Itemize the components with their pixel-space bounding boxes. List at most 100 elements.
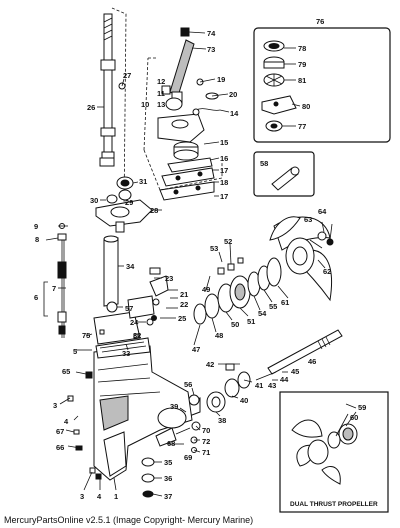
callout-78: 78	[298, 44, 306, 53]
callout-77: 77	[298, 122, 306, 131]
callout-63: 63	[304, 215, 312, 224]
callout-33: 33	[122, 349, 130, 358]
callout-38: 38	[218, 416, 226, 425]
callout-30: 30	[90, 196, 98, 205]
callout-69: 69	[184, 453, 192, 462]
callout-75: 75	[82, 331, 90, 340]
pump-kit-box	[253, 27, 391, 143]
callout-8: 8	[35, 235, 39, 244]
callout-24: 24	[130, 318, 139, 327]
callout-4b: 4	[97, 492, 102, 501]
callout-70: 70	[202, 426, 210, 435]
callout-49: 49	[202, 285, 210, 294]
callout-36: 36	[164, 474, 172, 483]
callout-57: 57	[125, 304, 133, 313]
part-56-bushing	[188, 394, 200, 406]
callout-51: 51	[247, 317, 255, 326]
callout-79: 79	[298, 60, 306, 69]
callout-14: 14	[230, 109, 239, 118]
pump-base-assembly	[95, 176, 153, 233]
callout-37: 37	[164, 492, 172, 501]
callout-40: 40	[240, 396, 248, 405]
callout-19: 19	[217, 75, 225, 84]
cover-plate-stack	[159, 141, 215, 201]
callout-10: 10	[141, 100, 149, 109]
callout-29: 29	[125, 198, 133, 207]
callout-64: 64	[318, 207, 327, 216]
callout-56: 56	[184, 380, 192, 389]
callout-43: 43	[268, 381, 276, 390]
callout-81: 81	[298, 76, 306, 85]
part-44-pin	[255, 371, 277, 381]
callout-41: 41	[255, 381, 263, 390]
callout-18: 18	[220, 178, 228, 187]
callout-16: 16	[220, 154, 228, 163]
skeg-parts	[141, 421, 201, 498]
callout-26: 26	[87, 103, 95, 112]
callout-65: 65	[62, 367, 70, 376]
water-cover-plate	[93, 311, 141, 345]
callout-21: 21	[180, 290, 188, 299]
callout-44: 44	[280, 375, 289, 384]
callout-23: 23	[165, 274, 173, 283]
callout-20: 20	[229, 90, 237, 99]
gearcase-housing	[93, 337, 193, 481]
callout-61: 61	[281, 298, 289, 307]
callout-12: 12	[157, 77, 165, 86]
callout-13: 13	[157, 100, 165, 109]
callout-17a: 17	[220, 166, 228, 175]
water-tube	[103, 235, 119, 307]
callout-76: 76	[316, 17, 324, 26]
part-58-fitting	[271, 166, 300, 191]
part-63-washer	[317, 231, 327, 241]
shift-linkage-top	[157, 27, 221, 143]
callout-68: 68	[167, 439, 175, 448]
callout-3b: 3	[80, 492, 84, 501]
callout-15: 15	[220, 138, 228, 147]
callout-66: 66	[56, 443, 64, 452]
part-6-bracket	[43, 281, 48, 317]
drive-shaft	[99, 13, 116, 167]
callout-32: 32	[133, 331, 141, 340]
callout-34: 34	[126, 262, 135, 271]
callout-54: 54	[258, 309, 267, 318]
top-dashed-outline	[143, 57, 223, 191]
callout-67: 67	[56, 427, 64, 436]
callout-17b: 17	[220, 192, 228, 201]
prop-shaft-bearings	[193, 257, 282, 325]
callout-5: 5	[73, 347, 77, 356]
copyright-caption: MercuryPartsOnline v2.5.1 (Image Copyrig…	[4, 515, 254, 525]
pump-kit-parts	[261, 40, 297, 132]
callout-3a: 3	[53, 401, 57, 410]
callout-42: 42	[206, 360, 214, 369]
callout-22: 22	[180, 300, 188, 309]
callout-48: 48	[215, 331, 223, 340]
callout-60: 60	[350, 413, 358, 422]
part-32-cover	[127, 295, 155, 319]
callout-9: 9	[34, 222, 38, 231]
leader-lines	[45, 31, 357, 497]
callout-27: 27	[123, 71, 131, 80]
callout-4a: 4	[64, 417, 69, 426]
callout-73: 73	[207, 45, 215, 54]
propeller-shaft	[267, 329, 343, 375]
callout-labels: 74 73 27 12 19 11 20 10 13 26 14 15 16 1…	[34, 17, 366, 501]
callout-11: 11	[157, 89, 165, 98]
propeller	[269, 216, 332, 302]
dual-thrust-inset-box	[279, 391, 389, 513]
part-57-grommet	[106, 301, 118, 313]
callout-74: 74	[207, 29, 216, 38]
callout-62: 62	[323, 267, 331, 276]
callout-55: 55	[269, 302, 277, 311]
callout-1: 1	[114, 492, 118, 501]
callout-25: 25	[178, 314, 186, 323]
callout-45: 45	[291, 367, 299, 376]
callout-7: 7	[52, 284, 56, 293]
inset-label: DUAL THRUST PROPELLER	[290, 501, 378, 508]
callout-39: 39	[170, 402, 178, 411]
callout-46: 46	[308, 357, 316, 366]
callout-72: 72	[202, 437, 210, 446]
callout-80: 80	[302, 102, 310, 111]
callout-35: 35	[164, 458, 172, 467]
callout-71: 71	[202, 448, 210, 457]
